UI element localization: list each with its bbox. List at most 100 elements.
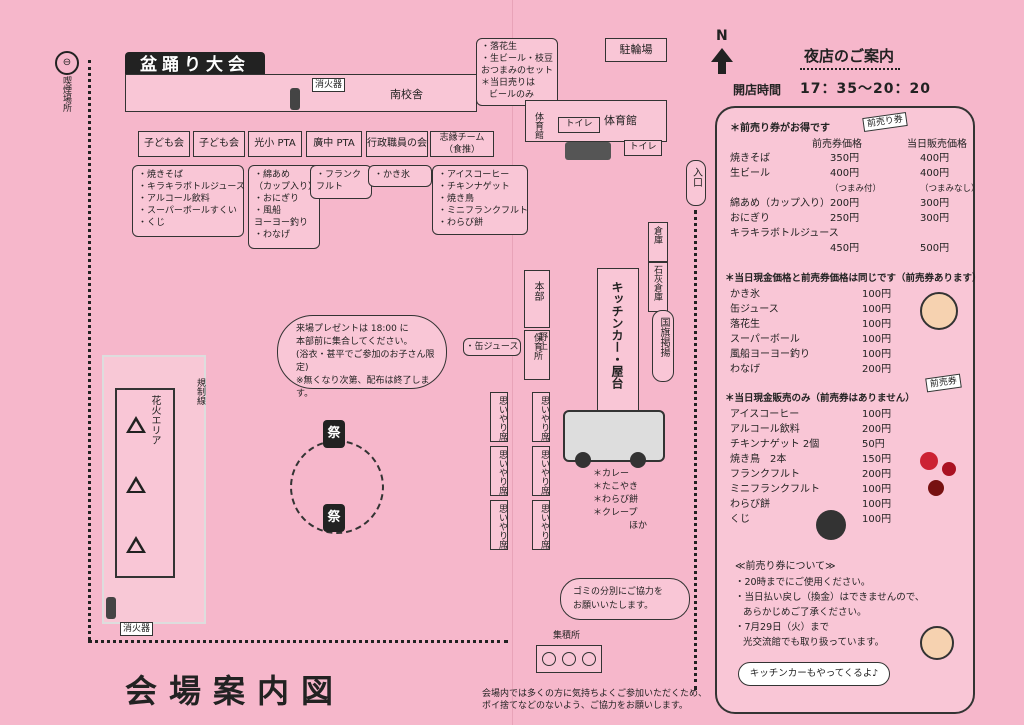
present-note-bubble: 来場プレゼントは 18:00 に本部前に集合してください。(浴衣・甚平でご参加の… (277, 315, 447, 399)
same-item-price: 100円 (862, 319, 892, 330)
cash-item-name: アイスコーヒー (730, 409, 800, 420)
same-item-name: スーパーボール (730, 334, 800, 345)
cash-item-name: フランクフルト (730, 469, 800, 480)
north-arrow-icon (711, 48, 733, 62)
col-sameday: 当日販売価格 (907, 139, 967, 150)
regulation-label: 規制線 (195, 378, 205, 405)
booth-shien: 志縁チーム（食推） (430, 131, 494, 157)
list-gyosei: ・かき氷 (368, 165, 432, 187)
toilet-box-2: トイレ (624, 140, 662, 156)
gym-label: 体育館 (604, 114, 637, 127)
extinguisher-label-top: 消火器 (312, 78, 346, 92)
flagpole: 国旗掲揚 (652, 310, 674, 382)
cash-item-name: 焼き鳥 2本 (730, 454, 787, 465)
storage: 倉庫 (648, 222, 668, 262)
cash-item-price: 150円 (862, 454, 892, 465)
sameday-item-price: 400円 (920, 153, 950, 164)
same-item-name: 缶ジュース (730, 304, 779, 315)
sameday-item-price: （つまみなし） (920, 184, 980, 194)
advance-item-price: 450円 (830, 243, 860, 254)
same-title: ＊当日現金価格と前売券価格は同じです（前売券あります） (725, 273, 982, 284)
advance-item-price: 200円 (830, 198, 860, 209)
cash-item-price: 50円 (862, 439, 885, 450)
same-item-name: わなげ (730, 364, 760, 375)
collection-box (536, 645, 602, 673)
seat-3: 思いやり席 (490, 446, 508, 496)
notes-list: ・20時までにご使用ください。・当日払い戻し（換金）はできませんので、あらかじめ… (735, 577, 925, 648)
menu-panel (715, 106, 975, 714)
sameday-item-price: 300円 (920, 198, 950, 209)
collection-label: 集積所 (553, 631, 581, 641)
same-item-name: かき氷 (730, 289, 760, 300)
octopus-icon (816, 510, 846, 540)
beer-stall: ・落花生 ・生ビール・枝豆 おつまみのセット ＊当日売りは ビールのみ (476, 38, 558, 106)
advance-item-name: おにぎり (730, 213, 770, 224)
cash-item-name: ミニフランクフルト (730, 484, 820, 495)
cash-item-price: 200円 (862, 469, 892, 480)
firework-marker-2 (126, 476, 146, 493)
seat-1: 思いやり席 (490, 392, 508, 442)
kitchen-car-area: キッチンカー・屋台 (597, 268, 639, 420)
cash-item-name: アルコール飲料 (730, 424, 800, 435)
extinguisher-icon-bottom (106, 597, 116, 619)
seat-6: 思いやり席 (532, 500, 550, 550)
festival-lantern-bottom: 祭 (323, 504, 345, 532)
cash-item-name: わらび餅 (730, 499, 770, 510)
seat-5: 思いやり席 (490, 500, 508, 550)
sameday-item-price: 500円 (920, 243, 950, 254)
same-item-price: 100円 (862, 334, 892, 345)
nursery: 保育所 (524, 330, 550, 380)
bon-odori-banner: 盆踊り大会 (125, 52, 265, 78)
nogami-label: 野上 (537, 332, 547, 350)
fireworks-label: 花火エリア (149, 395, 160, 445)
child-face-icon (920, 292, 958, 330)
advance-item-name: 綿あめ（カップ入り） (730, 198, 830, 209)
booth-kodomo-1: 子ども会 (138, 131, 190, 157)
headquarters: 本部 (524, 270, 550, 328)
col-advance: 前売券価格 (812, 139, 862, 150)
advance-title: ＊前売り券がお得です (730, 123, 830, 134)
festival-lantern-top: 祭 (323, 420, 345, 448)
booth-gyosei: 行政職員の会 (366, 131, 428, 157)
hours-value: 17：35～20：20 (800, 81, 931, 97)
garbage-note-bubble: ゴミの分別にご協力をお願いいたします。 (560, 578, 690, 620)
advance-item-price: （つまみ付） (830, 184, 882, 194)
north-label: N (716, 28, 728, 44)
cash-item-price: 100円 (862, 514, 892, 525)
same-item-name: 風船ヨーヨー釣り (730, 349, 810, 360)
toilet-box-1: トイレ (558, 117, 600, 133)
sameday-item-price: 300円 (920, 213, 950, 224)
balloon-icon-3 (928, 480, 944, 496)
south-building (125, 74, 477, 112)
same-item-price: 100円 (862, 304, 892, 315)
south-building-label: 南校舎 (390, 88, 423, 101)
entrance-marker: 入口 (686, 160, 706, 206)
night-market-title: 夜店のご案内 (804, 47, 895, 65)
footer-note: 会場内では多くの方に気持ちよくご参加いただくため、ポイ捨てなどのないよう、ご協力… (482, 689, 708, 711)
notes-title: ≪前売り券について≫ (735, 561, 836, 572)
list-hikari: ・綿あめ（カップ入り）・おにぎり・風船ヨーヨー釣り・わなげ (248, 165, 320, 249)
balloon-icon-2 (942, 462, 956, 476)
cash-item-price: 100円 (862, 484, 892, 495)
balloon-icon (920, 452, 938, 470)
kitchen-list: ＊カレー＊たこやき＊わらび餅＊クレープほか (593, 469, 648, 531)
advance-item-name: 生ビール (730, 168, 770, 179)
advance-item-name: 焼きそば (730, 153, 770, 164)
booth-kodomo-2: 子ども会 (193, 131, 245, 157)
advance-item-price: 350円 (830, 153, 860, 164)
cash-item-price: 100円 (862, 499, 892, 510)
seat-4: 思いやり席 (532, 446, 550, 496)
parking-box: 駐輪場 (605, 38, 667, 62)
child-face-icon-2 (920, 626, 954, 660)
smoking-label: 喫煙場所 (61, 76, 71, 112)
cash-item-price: 100円 (862, 409, 892, 420)
advance-item-price: 400円 (830, 168, 860, 179)
same-item-price: 200円 (862, 364, 892, 375)
cash-item-name: チキンナゲット 2個 (730, 439, 820, 450)
extinguisher-label-bottom: 消火器 (120, 622, 154, 636)
seat-2: 思いやり席 (532, 392, 550, 442)
lime-storage: 石灰倉庫 (648, 262, 668, 312)
list-shien: ・アイスコーヒー・チキンナゲット・焼き鳥・ミニフランクフルト・わらび餅 (432, 165, 528, 235)
hours-label: 開店時間 (733, 83, 782, 97)
truck-icon (565, 142, 611, 160)
